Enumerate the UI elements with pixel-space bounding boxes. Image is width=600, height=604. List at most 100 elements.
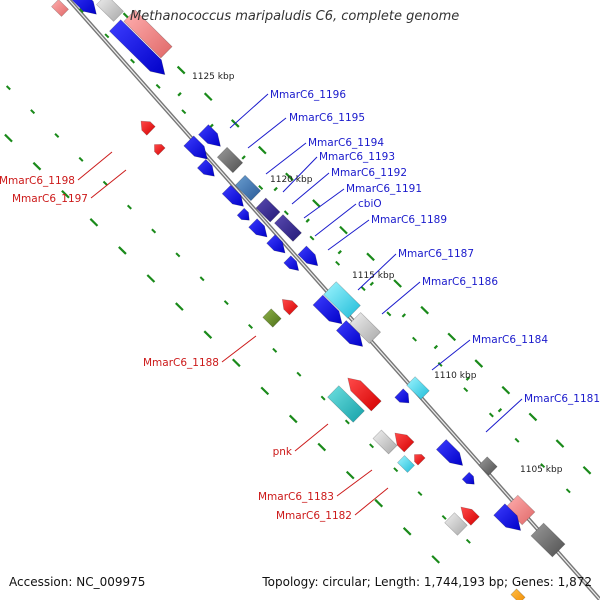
gene-box[interactable] bbox=[255, 197, 281, 223]
guide-dot bbox=[260, 386, 270, 396]
gene-arrow[interactable] bbox=[461, 471, 475, 485]
gene-arrow[interactable] bbox=[460, 506, 480, 526]
label-leader bbox=[381, 281, 421, 315]
gene-label-reverse[interactable]: MmarC6_1183 bbox=[258, 491, 334, 503]
gene-box[interactable] bbox=[444, 512, 468, 536]
gene-arrow[interactable] bbox=[196, 158, 215, 177]
label-leader bbox=[291, 172, 330, 205]
scale-label: 1105 kbp bbox=[520, 465, 563, 475]
guide-dot bbox=[366, 252, 375, 262]
gene-label-reverse[interactable]: MmarC6_1198 bbox=[0, 175, 75, 187]
gene-box[interactable] bbox=[397, 455, 415, 473]
guide-dot bbox=[5, 85, 11, 91]
gene-arrow[interactable] bbox=[248, 218, 268, 238]
guide-dot bbox=[386, 311, 392, 317]
guide-dot bbox=[32, 161, 42, 171]
gene-label-forward[interactable]: MmarC6_1186 bbox=[422, 276, 498, 288]
gene-box[interactable] bbox=[274, 214, 302, 242]
guide-dot bbox=[285, 172, 294, 182]
gene-arrow[interactable] bbox=[435, 439, 464, 466]
guide-dot bbox=[130, 58, 136, 64]
guide-dot bbox=[465, 538, 471, 544]
gene-arrow[interactable] bbox=[140, 120, 156, 136]
gene-box[interactable] bbox=[504, 494, 536, 526]
gene-arrow[interactable] bbox=[347, 377, 382, 412]
gene-arrow[interactable] bbox=[281, 299, 299, 316]
gene-label-forward[interactable]: MmarC6_1195 bbox=[289, 112, 365, 124]
guide-dot bbox=[369, 443, 375, 449]
gene-box[interactable] bbox=[216, 146, 244, 174]
gene-box[interactable] bbox=[327, 385, 365, 423]
gene-label-forward[interactable]: MmarC6_1189 bbox=[371, 214, 447, 226]
gene-box[interactable] bbox=[323, 281, 361, 319]
gene-arrow[interactable] bbox=[221, 184, 244, 207]
guide-dot bbox=[441, 514, 447, 520]
gene-label-forward[interactable]: MmarC6_1191 bbox=[346, 183, 422, 195]
guide-dot bbox=[540, 463, 546, 469]
guide-dot bbox=[203, 330, 213, 339]
guide-dot bbox=[582, 465, 592, 475]
gene-arrow[interactable] bbox=[69, 0, 97, 15]
guide-dot bbox=[288, 414, 298, 424]
gene-label-forward[interactable]: MmarC6_1196 bbox=[270, 89, 346, 101]
guide-dot bbox=[344, 419, 350, 425]
gene-label-forward[interactable]: MmarC6_1187 bbox=[398, 248, 474, 260]
gene-box[interactable] bbox=[406, 376, 430, 400]
gene-arrow[interactable] bbox=[154, 144, 166, 156]
label-leader bbox=[303, 188, 345, 219]
gene-arrow[interactable] bbox=[198, 124, 221, 147]
gene-arrow[interactable] bbox=[283, 255, 300, 271]
gene-box[interactable] bbox=[96, 0, 124, 22]
guide-dot bbox=[360, 286, 366, 292]
gene-arrow[interactable] bbox=[297, 245, 319, 267]
gene-box[interactable] bbox=[478, 456, 498, 476]
gene-arrow[interactable] bbox=[335, 320, 364, 347]
gene-arrow[interactable] bbox=[266, 234, 286, 254]
scale-tick bbox=[497, 408, 503, 413]
gene-box[interactable] bbox=[348, 312, 382, 344]
guide-dot bbox=[474, 359, 484, 368]
gene-box[interactable] bbox=[51, 0, 69, 17]
guide-dot bbox=[463, 387, 469, 393]
gene-label-forward[interactable]: MmarC6_1181 bbox=[524, 393, 600, 405]
gene-label-reverse[interactable]: MmarC6_1182 bbox=[276, 510, 352, 522]
gene-label-reverse[interactable]: pnk bbox=[273, 446, 293, 458]
scale-tick bbox=[273, 186, 278, 192]
gene-box[interactable] bbox=[262, 308, 282, 328]
label-leader bbox=[354, 487, 389, 516]
gene-label-forward[interactable]: cbiO bbox=[358, 198, 382, 210]
gene-label-forward[interactable]: MmarC6_1192 bbox=[331, 167, 407, 179]
gene-arrow[interactable] bbox=[312, 294, 343, 325]
label-leader bbox=[229, 93, 269, 129]
gene-arrow[interactable] bbox=[414, 454, 426, 466]
gene-arrow[interactable] bbox=[109, 19, 166, 75]
scale-tick bbox=[401, 313, 407, 318]
guide-dot bbox=[258, 185, 264, 190]
guide-dot bbox=[528, 412, 538, 422]
gene-box[interactable] bbox=[510, 588, 526, 604]
gene-label-forward[interactable]: MmarC6_1184 bbox=[472, 334, 548, 346]
gene-arrow[interactable] bbox=[183, 135, 208, 160]
gene-label-reverse[interactable]: MmarC6_1188 bbox=[143, 357, 219, 369]
guide-dot bbox=[420, 305, 430, 315]
gene-box[interactable] bbox=[530, 522, 566, 558]
label-leader bbox=[294, 423, 329, 452]
gene-label-forward[interactable]: MmarC6_1194 bbox=[308, 137, 384, 149]
scale-tick bbox=[433, 344, 439, 350]
gene-label-reverse[interactable]: MmarC6_1197 bbox=[12, 193, 88, 205]
gene-box[interactable] bbox=[123, 9, 173, 59]
gene-arrow[interactable] bbox=[236, 207, 250, 221]
gene-box[interactable] bbox=[234, 174, 262, 202]
gene-box[interactable] bbox=[372, 429, 398, 455]
guide-dot bbox=[555, 439, 565, 448]
gene-label-forward[interactable]: MmarC6_1193 bbox=[319, 151, 395, 163]
guide-dot bbox=[248, 324, 253, 329]
gene-arrow[interactable] bbox=[394, 388, 410, 404]
gene-arrow[interactable] bbox=[493, 503, 522, 531]
gene-arrow[interactable] bbox=[394, 432, 415, 453]
guide-dot bbox=[393, 467, 399, 473]
guide-dot bbox=[102, 180, 108, 186]
gene-features bbox=[51, 0, 566, 604]
